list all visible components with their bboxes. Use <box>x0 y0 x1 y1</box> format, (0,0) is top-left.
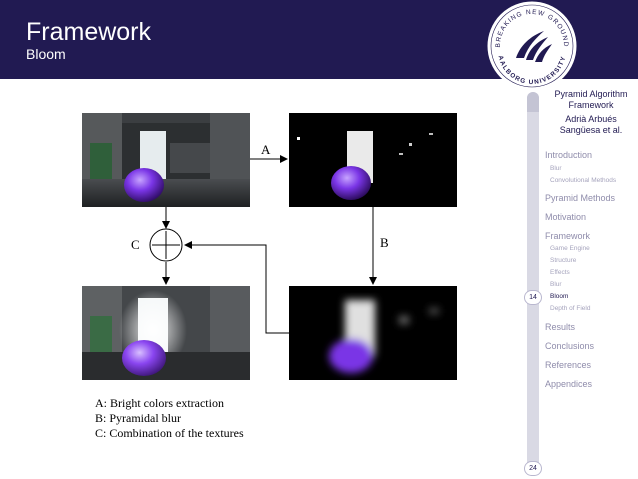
bright-extraction-image <box>289 113 457 207</box>
legend-line-c: C: Combination of the textures <box>95 426 244 440</box>
presentation-author: Adrià Arbués Sangüesa et al. <box>559 114 623 135</box>
nav-section-references[interactable]: References <box>545 360 592 370</box>
seal-emblem-icon <box>516 31 552 62</box>
label-a: A <box>261 142 271 157</box>
label-c: C <box>131 237 140 252</box>
sidebar-progress-rail <box>527 92 539 474</box>
nav-sub-structure[interactable]: Structure <box>550 257 577 264</box>
nav-sub-effects[interactable]: Effects <box>550 269 570 276</box>
nav-sub-blur[interactable]: Blur <box>550 165 562 172</box>
nav-sub-game-engine[interactable]: Game Engine <box>550 245 590 252</box>
nav-section-conclusions[interactable]: Conclusions <box>545 341 595 351</box>
nav-section-introduction[interactable]: Introduction <box>545 150 593 160</box>
combine-plus-icon <box>149 228 183 262</box>
legend-line-b: B: Pyramidal blur <box>95 411 181 425</box>
nav-section-appendices[interactable]: Appendices <box>545 379 593 389</box>
total-pages-badge: 24 <box>524 461 542 476</box>
slide-subtitle: Bloom <box>26 46 66 62</box>
nav-section-framework[interactable]: Framework <box>545 231 591 241</box>
nav-sub-convolutional-methods[interactable]: Convolutional Methods <box>550 177 617 184</box>
label-b: B <box>380 235 389 250</box>
nav-sub-depth-of-field[interactable]: Depth of Field <box>550 305 591 312</box>
slide-title: Framework <box>26 18 152 46</box>
bloom-result-image <box>82 286 250 380</box>
nav-sub-blur-framework[interactable]: Blur <box>550 281 562 288</box>
nav-section-results[interactable]: Results <box>545 322 576 332</box>
pyramidal-blur-image <box>289 286 457 380</box>
nav-section-motivation[interactable]: Motivation <box>545 212 587 222</box>
sidebar-rail-cap <box>527 92 539 112</box>
university-seal-logo: BREAKING NEW GROUND AALBORG UNIVERSITY <box>487 1 577 91</box>
original-render-image <box>82 113 250 207</box>
nav-sub-bloom[interactable]: Bloom <box>550 293 569 300</box>
legend-line-a: A: Bright colors extraction <box>95 396 224 410</box>
current-page-badge: 14 <box>524 290 542 305</box>
nav-section-pyramid-methods[interactable]: Pyramid Methods <box>545 193 616 203</box>
presentation-title: Pyramid Algorithm Framework <box>554 89 628 110</box>
